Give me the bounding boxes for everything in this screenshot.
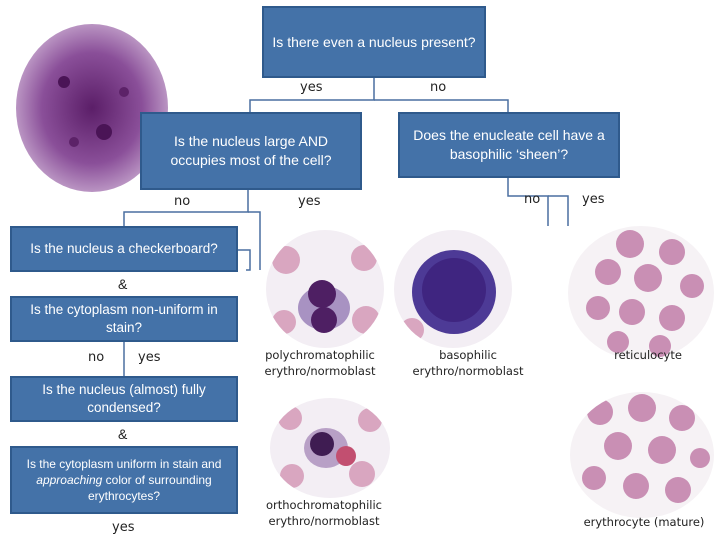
question-condensed: Is the nucleus (almost) fully condensed? (10, 376, 238, 422)
question-checkerboard-text: Is the nucleus a checkerboard? (30, 240, 218, 256)
caption-polychromatophilic: polychromatophilic erythro/normoblast (264, 348, 376, 378)
connector-yes-3 (548, 195, 569, 226)
connector-no-2 (123, 190, 249, 226)
ampersand-2: & (118, 426, 128, 442)
mature-stain-cell-image (14, 22, 170, 194)
connector-no-1 (374, 99, 509, 112)
connector-yes-2 (248, 211, 261, 270)
question-cytoplasm-uniform-text: Is the cytoplasm uniform in stain and ap… (26, 456, 222, 504)
question-basophilic-sheen-text: Does the enucleate cell have a basophili… (413, 127, 605, 162)
ampersand-1: & (118, 276, 128, 292)
erythrocyte-cell-image (570, 392, 714, 518)
connector-no-3 (507, 178, 549, 226)
connector-checker (238, 249, 251, 271)
answer-yes-nonuniform: yes (138, 350, 161, 365)
question-large-nucleus: Is the nucleus large AND occupies most o… (140, 112, 362, 190)
answer-yes-sheen: yes (582, 192, 605, 207)
question-cytoplasm-uniform: Is the cytoplasm uniform in stain and ap… (10, 446, 238, 514)
question-nucleus-present: Is there even a nucleus present? (262, 6, 486, 78)
question-large-nucleus-text: Is the nucleus large AND occupies most o… (170, 133, 332, 168)
caption-erythrocyte: erythrocyte (mature) (583, 515, 705, 529)
caption-reticulocyte: reticulocyte (614, 348, 682, 362)
answer-no-nonuniform: no (88, 350, 105, 365)
caption-basophilic: basophilic erythro/normoblast (412, 348, 524, 378)
answer-yes-uniform: yes (112, 520, 135, 535)
answer-yes-large: yes (298, 194, 321, 209)
question-nucleus-present-text: Is there even a nucleus present? (272, 33, 476, 50)
answer-no-nucleus: no (430, 80, 447, 95)
orthochromatophilic-cell-image (270, 398, 390, 498)
answer-no-sheen: no (524, 192, 541, 207)
basophilic-cell-image (394, 230, 512, 348)
question-checkerboard: Is the nucleus a checkerboard? (10, 226, 238, 272)
connector-yes-1 (249, 78, 375, 112)
answer-yes-nucleus: yes (300, 80, 323, 95)
polychromatophilic-cell-image (266, 230, 384, 348)
question-basophilic-sheen: Does the enucleate cell have a basophili… (398, 112, 620, 178)
answer-no-large: no (174, 194, 191, 209)
question-cytoplasm-nonuniform-text: Is the cytoplasm non-uniform in stain? (30, 301, 218, 335)
question-cytoplasm-nonuniform: Is the cytoplasm non-uniform in stain? (10, 296, 238, 342)
caption-orthochromatophilic: orthochromatophilic erythro/normoblast (265, 498, 382, 528)
reticulocyte-cell-image (568, 226, 714, 360)
question-condensed-text: Is the nucleus (almost) fully condensed? (42, 381, 206, 415)
